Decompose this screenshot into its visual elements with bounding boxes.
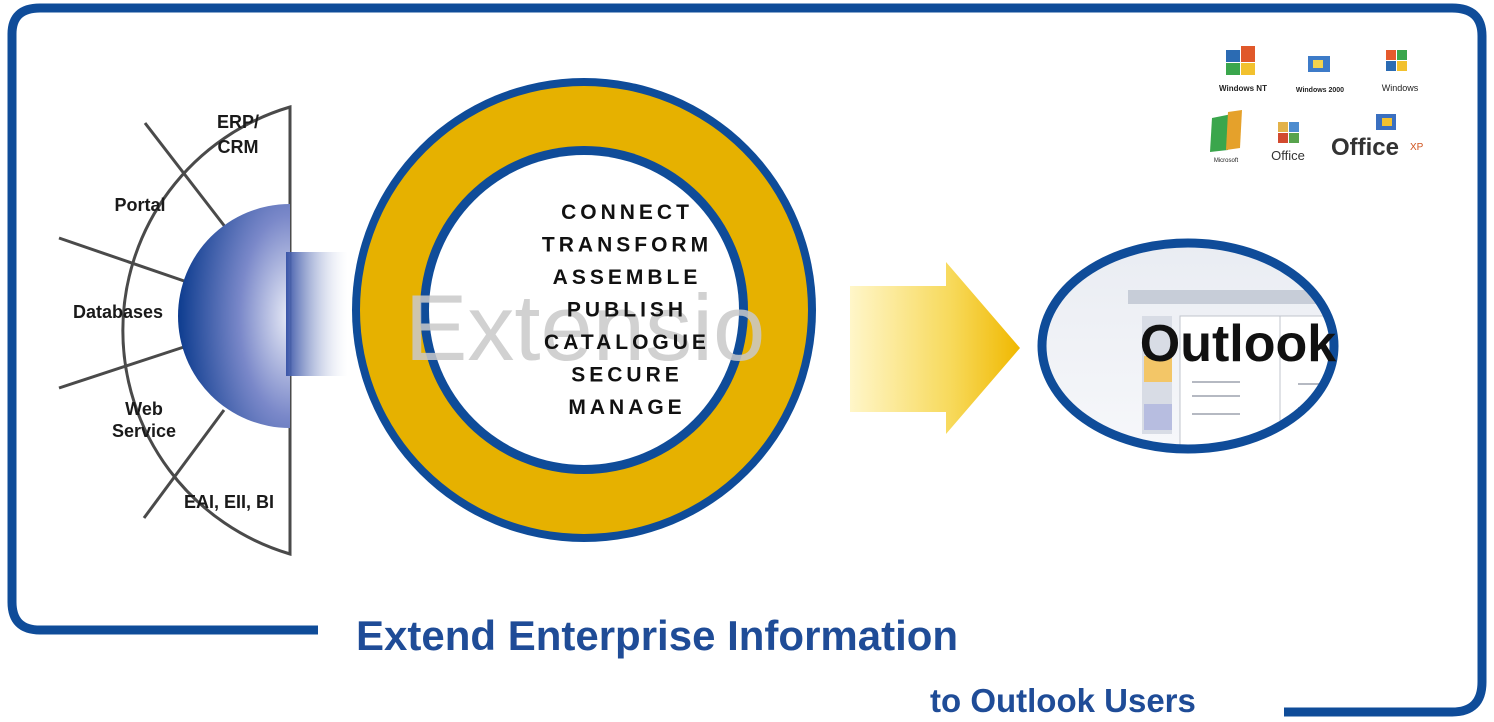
segment-label-service: Service bbox=[112, 421, 176, 441]
svg-text:Microsoft: Microsoft bbox=[1214, 158, 1239, 164]
step-secure: SECURE bbox=[571, 364, 683, 387]
hub-halfdisc bbox=[178, 204, 290, 428]
step-assemble: ASSEMBLE bbox=[553, 266, 702, 289]
divider-3 bbox=[58, 343, 191, 390]
svg-text:Office: Office bbox=[1271, 148, 1305, 163]
svg-text:Windows 2000: Windows 2000 bbox=[1296, 87, 1344, 94]
flow-arrow bbox=[850, 262, 1020, 434]
segment-label-eai: EAI, EII, BI bbox=[184, 492, 274, 512]
windows-xp-logo: Windows bbox=[1382, 50, 1419, 93]
segment-label-erp: ERP/ bbox=[217, 112, 259, 132]
connector-bar bbox=[286, 252, 348, 376]
sources-wheel bbox=[58, 104, 348, 557]
office-logo-1: Microsoft bbox=[1210, 110, 1242, 164]
extensio-watermark: Extensio bbox=[405, 275, 766, 380]
segment-label-portal: Portal bbox=[114, 195, 165, 215]
step-publish: PUBLISH bbox=[567, 299, 687, 322]
step-transform: TRANSFORM bbox=[542, 234, 712, 257]
windows-nt-logo: Windows NT bbox=[1219, 46, 1267, 93]
outlook-label: Outlook bbox=[1140, 315, 1337, 373]
step-catalogue: CATALOGUE bbox=[544, 331, 710, 354]
office-logo-2: Office bbox=[1271, 122, 1305, 163]
svg-text:Office: Office bbox=[1331, 134, 1399, 161]
outlook-target: Outlook bbox=[1037, 238, 1339, 454]
segment-label-databases: Databases bbox=[73, 302, 163, 322]
divider-4 bbox=[142, 409, 226, 519]
core-ring bbox=[352, 78, 816, 542]
steps-list: CONNECT TRANSFORM ASSEMBLE PUBLISH CATALOGUE… bbox=[542, 201, 712, 419]
main-title: Extend Enterprise Information bbox=[356, 612, 959, 659]
divider-2 bbox=[58, 236, 191, 285]
svg-text:Windows: Windows bbox=[1382, 83, 1419, 93]
step-manage: MANAGE bbox=[568, 396, 685, 419]
windows-2000-logo: Windows 2000 bbox=[1296, 56, 1344, 94]
segment-label-web: Web bbox=[125, 399, 163, 419]
svg-text:Windows NT: Windows NT bbox=[1219, 84, 1267, 93]
office-xp-logo: Office XP bbox=[1331, 114, 1424, 161]
sub-title: to Outlook Users bbox=[930, 682, 1196, 719]
product-logos: Windows NT Windows 2000 Windows Microsof… bbox=[1210, 46, 1424, 164]
step-connect: CONNECT bbox=[561, 201, 693, 224]
divider-1 bbox=[143, 122, 228, 229]
segment-label-crm: CRM bbox=[218, 137, 259, 157]
outer-frame bbox=[7, 3, 1487, 717]
svg-text:XP: XP bbox=[1410, 142, 1424, 153]
